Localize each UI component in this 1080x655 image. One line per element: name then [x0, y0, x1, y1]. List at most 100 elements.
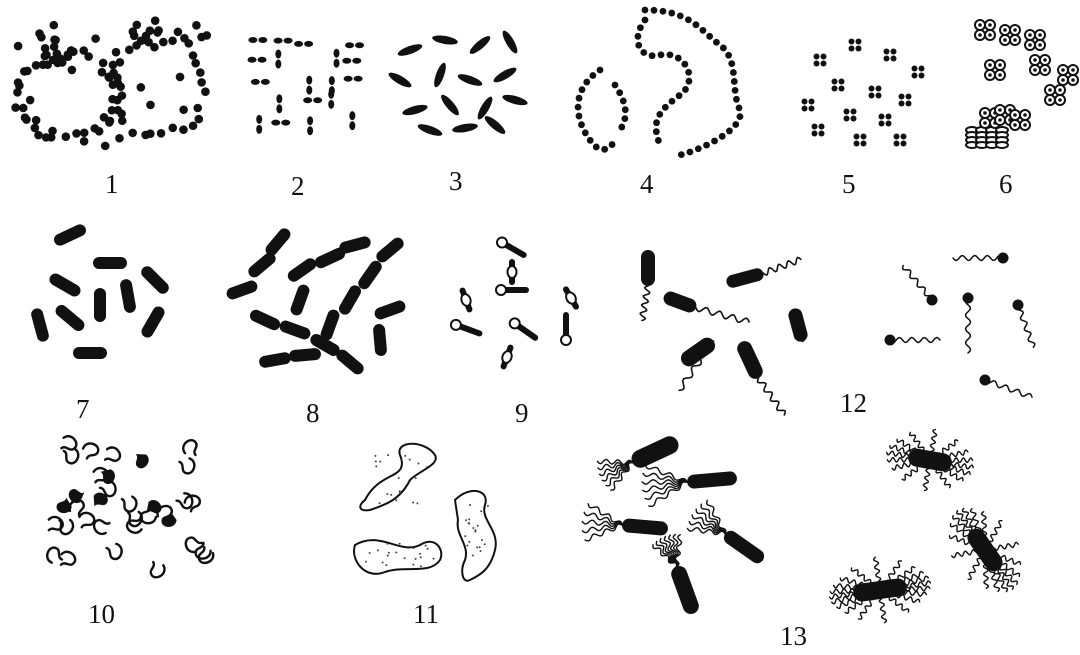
streptococcus: [682, 86, 689, 93]
lancet-cell: [432, 34, 459, 46]
diplococcus-cell: [284, 38, 293, 44]
sarcina-nucleus: [983, 111, 987, 115]
spirillum-granule: [476, 546, 478, 548]
spirillum-granule: [425, 545, 427, 547]
coccus: [168, 123, 177, 132]
spirillum-granule: [474, 531, 476, 533]
diplococcus-cell: [275, 60, 281, 69]
tetrad-coccus: [849, 46, 855, 52]
coccus: [159, 38, 168, 47]
tetrad-coccus: [854, 141, 860, 147]
rod-cell: [374, 235, 406, 265]
diplococcus-cell: [258, 57, 267, 63]
tetrad-coccus: [891, 56, 897, 62]
panel-4-cocci-chains: [575, 7, 744, 158]
panel-5-label: 5: [842, 169, 856, 199]
coccus: [191, 59, 200, 68]
spirillum-granule: [375, 460, 377, 462]
spirillum-granule: [468, 518, 470, 520]
diplococcus-cell: [306, 86, 312, 95]
streptococcus: [669, 98, 676, 105]
spirillum-granule: [420, 565, 422, 567]
panel-10-vibrios: [44, 433, 215, 580]
coccus: [108, 95, 117, 104]
spirillum-granule: [427, 548, 429, 550]
tetrad-coccus: [869, 93, 875, 99]
central-spore: [508, 266, 517, 278]
rod-cell: [334, 347, 366, 377]
streptococcus: [695, 145, 702, 152]
vibrio: [67, 485, 88, 505]
spirillum-granule: [465, 519, 467, 521]
tetrad-coccus: [812, 131, 818, 137]
sarcina-nucleus: [988, 33, 992, 37]
diplococcus-cell: [345, 42, 354, 48]
diplococcus-cell: [304, 41, 313, 47]
rod-cell: [289, 283, 311, 317]
coccus: [14, 78, 23, 87]
tetrad-coccus: [899, 101, 905, 107]
streptococcus: [582, 129, 589, 136]
sarcina-nucleus: [998, 73, 1002, 77]
coccus: [11, 103, 20, 112]
lancet-cell: [467, 34, 492, 57]
rod-cell: [278, 319, 312, 341]
panel-11-spirilla: [354, 444, 496, 581]
spirillum-granule: [472, 554, 474, 556]
tetrad-coccus: [844, 116, 850, 122]
polar-flagellum: [1017, 305, 1035, 347]
coccus: [116, 58, 125, 67]
spirillum-granule: [479, 546, 481, 548]
tetrad-coccus: [809, 99, 815, 105]
tetrad-coccus: [901, 141, 907, 147]
sarcina-stack-cell: [996, 142, 1008, 148]
spirillum-granule: [413, 547, 415, 549]
streptococcus: [656, 111, 663, 118]
coccus: [189, 121, 198, 130]
spirillum-granule: [387, 454, 389, 456]
sarcina-nucleus: [1013, 123, 1017, 127]
lancet-cell: [387, 70, 414, 90]
peritrichous-flagellum: [692, 515, 725, 534]
tetrad-coccus: [894, 134, 900, 140]
panel-9-label: 9: [515, 398, 529, 428]
coccus: [14, 42, 23, 51]
coccus: [176, 73, 185, 82]
coccus: [196, 68, 205, 77]
spirillum-granule: [386, 543, 388, 545]
streptococcus: [616, 89, 623, 96]
peritrichous-flagellum: [910, 432, 924, 450]
peritrichous-flagellum: [968, 559, 980, 580]
coccus: [125, 46, 134, 55]
panel-13-label: 13: [780, 621, 807, 651]
tetrad-coccus: [869, 86, 875, 92]
rod-cell: [30, 307, 50, 343]
coccus: [108, 106, 117, 115]
diplococcus-cell: [248, 37, 257, 43]
streptococcus: [736, 105, 743, 112]
spirillum-granule: [390, 494, 392, 496]
streptococcus: [681, 61, 688, 68]
streptococcus: [677, 12, 684, 19]
sarcina-nucleus: [1038, 33, 1042, 37]
tetrad-coccus: [879, 114, 885, 120]
streptococcus: [640, 49, 647, 56]
spirillum-granule: [387, 555, 389, 557]
coccus: [168, 36, 177, 45]
lancet-cell: [492, 65, 519, 85]
peritrichous-flagellum: [879, 599, 886, 623]
spirillum-granule: [477, 525, 479, 527]
spirillum: [360, 444, 436, 511]
spirillum-granule: [432, 558, 434, 560]
peritrichous-flagellum: [995, 542, 1019, 550]
flagellated-rod: [725, 267, 765, 289]
streptococcus: [711, 138, 718, 145]
spirillum-granule: [480, 510, 482, 512]
spirillum-granule: [395, 499, 397, 501]
peritrichous-flagellum: [887, 458, 909, 462]
diplococcus-cell: [328, 100, 334, 109]
sarcina-nucleus: [1061, 68, 1065, 72]
streptococcus: [649, 52, 656, 59]
flagellated-rod: [641, 250, 655, 286]
lancet-cell: [482, 114, 507, 137]
